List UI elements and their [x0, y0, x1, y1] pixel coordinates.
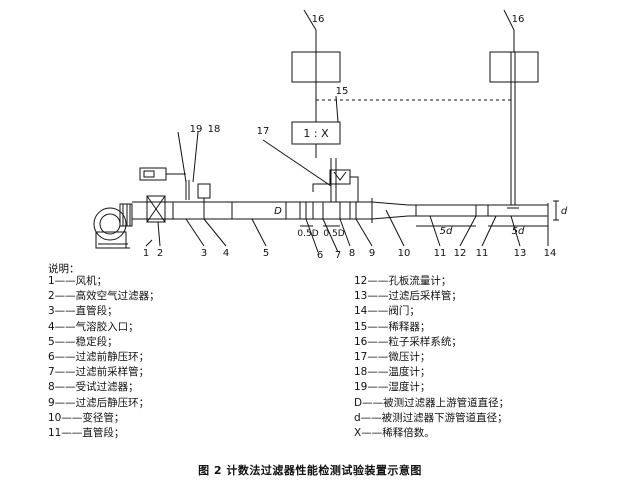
reducer-drawing	[371, 201, 409, 220]
legend-item: 8——受试过滤器；	[48, 381, 139, 394]
legend-item: 15——稀释器；	[354, 320, 431, 333]
callout-19: 19	[190, 124, 203, 135]
test-apparatus-diagram: 1 2 3 4 5 6 7 8 9 10 11 12 11 13 14 15 1…	[93, 9, 568, 261]
dim-5d-1: 5d	[440, 226, 453, 237]
callout-13: 13	[514, 248, 527, 259]
dim-D: D	[274, 206, 282, 217]
legend-item: 14——阀门；	[354, 305, 420, 318]
legend-item: 10——变径管；	[48, 411, 125, 424]
legend-item: 16——粒子采样系统；	[354, 335, 462, 348]
callout-16a: 16	[312, 14, 325, 25]
dim-d: d	[561, 206, 568, 217]
callout-7: 7	[335, 250, 341, 261]
callout-15: 15	[336, 86, 349, 97]
legend-item: D——被测过滤器上游管道直径；	[354, 396, 510, 409]
figure-caption: 图 2 计数法过滤器性能检测试验装置示意图	[198, 464, 422, 477]
dim-half-D-1: 0.5D	[297, 229, 318, 239]
legend-left-column: 1——风机； 2——高效空气过滤器； 3——直管段； 4——气溶胶入口； 5——…	[48, 274, 160, 441]
legend-item: 13——过滤后采样管；	[354, 290, 462, 303]
legend-item: 19——湿度计；	[354, 381, 431, 394]
callout-12: 12	[454, 248, 467, 259]
upstream-duct	[132, 201, 372, 220]
legend-item: 6——过滤前静压环；	[48, 351, 150, 364]
legend-item: d——被测过滤器下游管道直径；	[354, 411, 508, 424]
legend-item: 5——稳定段；	[48, 335, 118, 348]
hepa-filter-drawing	[146, 195, 166, 223]
callout-9: 9	[369, 248, 375, 259]
fan-drawing	[93, 203, 133, 249]
callout-8: 8	[349, 248, 355, 259]
downstream-duct	[408, 204, 548, 217]
callout-17: 17	[257, 126, 270, 137]
legend-item: 9——过滤后静压环；	[48, 396, 150, 409]
legend-item: X——稀释倍数。	[354, 427, 435, 440]
legend-item: 2——高效空气过滤器；	[48, 290, 160, 303]
legend-right-column: 12——孔板流量计； 13——过滤后采样管； 14——阀门； 15——稀释器； …	[354, 274, 509, 441]
callout-1: 1	[143, 248, 149, 259]
legend-item: 1——风机；	[48, 275, 108, 287]
callout-6: 6	[317, 250, 323, 261]
legend-item: 12——孔板流量计；	[354, 275, 452, 287]
legend-item: 7——过滤前采样管；	[48, 366, 150, 379]
legend-item: 11——直管段；	[48, 427, 125, 440]
legend-item: 17——微压计；	[354, 351, 431, 364]
callout-14: 14	[544, 248, 557, 259]
callout-11b: 11	[476, 248, 489, 259]
callout-10: 10	[398, 248, 411, 259]
callout-5: 5	[263, 248, 269, 259]
dim-5d-2: 5d	[512, 226, 525, 237]
callout-18: 18	[208, 124, 221, 135]
legend-item: 3——直管段；	[48, 305, 118, 318]
legend-heading: 说明：	[48, 263, 80, 275]
callout-3: 3	[201, 248, 207, 259]
legend-item: 4——气溶胶入口；	[48, 320, 139, 333]
callout-11a: 11	[434, 248, 447, 259]
dim-half-D-2: 0.5D	[323, 229, 344, 239]
callout-4: 4	[223, 248, 229, 259]
callout-16b: 16	[512, 14, 525, 25]
dilution-ratio-label: 1 : X	[303, 127, 329, 140]
callout-2: 2	[157, 248, 163, 259]
legend-item: 18——温度计；	[354, 366, 431, 379]
